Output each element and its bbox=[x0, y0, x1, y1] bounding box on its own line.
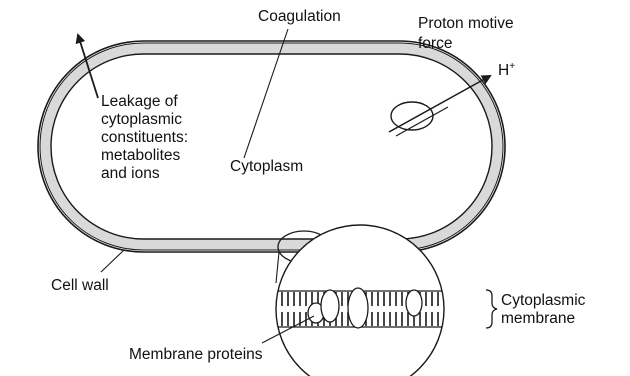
cytoplasmic-membrane-label: Cytoplasmic membrane bbox=[501, 292, 590, 327]
cytoplasm-label: Cytoplasm bbox=[230, 158, 303, 175]
coagulation-label: Coagulation bbox=[258, 8, 341, 25]
membrane-brace bbox=[486, 290, 497, 328]
h-plus-label: H+ bbox=[498, 61, 515, 79]
membrane-proteins-label: Membrane proteins bbox=[129, 346, 263, 363]
proton-motive-force-label: Proton motive force bbox=[418, 15, 518, 52]
cell-wall-label: Cell wall bbox=[51, 277, 109, 294]
membrane-protein bbox=[406, 290, 422, 316]
membrane-protein bbox=[348, 288, 368, 328]
cell-wall-pointer bbox=[101, 250, 124, 272]
membrane-protein bbox=[321, 290, 339, 322]
